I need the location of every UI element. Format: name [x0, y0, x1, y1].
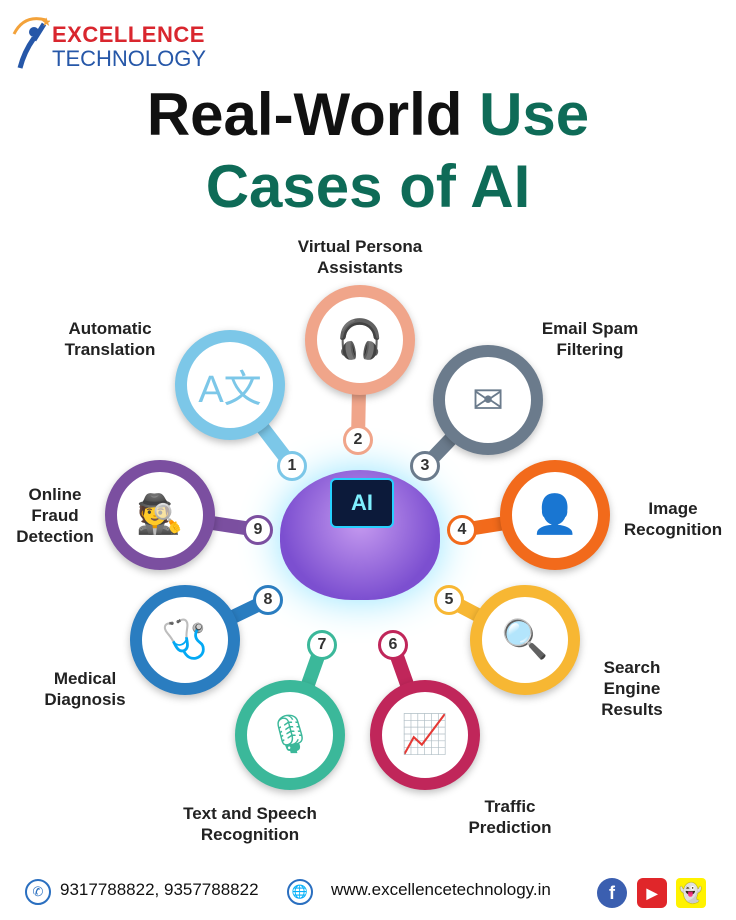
use-case-label: Image Recognition [623, 499, 723, 539]
use-case-label: Virtual Persona Assistants [297, 237, 423, 277]
use-case-circle: 🕵 [105, 460, 215, 570]
use-case-circle: A文 [175, 330, 285, 440]
page-title-line1: Real-World Use [0, 80, 736, 150]
ai-chip: AI [330, 478, 394, 528]
youtube-icon[interactable]: ▶ [637, 878, 667, 908]
use-case-circle: 🎙 [235, 680, 345, 790]
traffic-chart-icon: 📈 [401, 714, 449, 756]
svg-text:★: ★ [41, 15, 50, 29]
speech-icon: 🎙 [265, 714, 315, 756]
fraud-icon: 🕵 [136, 494, 184, 536]
step-number: 2 [343, 425, 373, 455]
phone-icon: ✆ [25, 879, 51, 905]
step-number: 7 [307, 630, 337, 660]
use-case-label: Automatic Translation [64, 319, 156, 359]
use-case-label: Medical Diagnosis [44, 669, 126, 709]
use-case-circle: ✉ [433, 345, 543, 455]
step-number: 5 [434, 585, 464, 615]
brand-line1: EXCELLENCE [52, 22, 205, 47]
use-case-circle: 🔍 [470, 585, 580, 695]
use-case-label: Email Spam Filtering [541, 319, 639, 359]
page-title-line2: Cases of AI [205, 153, 531, 220]
step-number: 8 [253, 585, 283, 615]
facebook-icon[interactable]: f [597, 878, 627, 908]
search-icon: 🔍 [501, 619, 549, 661]
translate-icon: A文 [198, 368, 262, 411]
face-scan-icon: 👤 [531, 494, 579, 536]
medical-icon: 🩺 [161, 619, 209, 661]
use-case-label: Traffic Prediction [468, 797, 552, 837]
assistant-icon: 🎧 [336, 319, 384, 361]
website-link[interactable]: www.excellencetechnology.in [331, 880, 551, 899]
step-number: 4 [447, 515, 477, 545]
title-green: Use [479, 81, 590, 148]
use-case-circle: 👤 [500, 460, 610, 570]
use-case-label: Online Fraud Detection [16, 485, 94, 546]
snapchat-icon[interactable]: 👻 [676, 878, 706, 908]
spam-icon: ✉ [472, 379, 504, 422]
step-number: 3 [410, 451, 440, 481]
brand-logo: ★ EXCELLENCE TECHNOLOGY [10, 12, 220, 72]
use-case-circle: 🎧 [305, 285, 415, 395]
brand-line2: TECHNOLOGY [52, 46, 207, 71]
star-person-icon: ★ [12, 15, 52, 69]
title-black: Real-World [146, 81, 463, 148]
phone-numbers: 9317788822, 9357788822 [60, 880, 259, 899]
use-case-label: Search Engine Results [601, 658, 663, 719]
step-number: 6 [378, 630, 408, 660]
globe-icon: 🌐 [287, 879, 313, 905]
use-case-circle: 📈 [370, 680, 480, 790]
step-number: 1 [277, 451, 307, 481]
use-case-label: Text and Speech Recognition [183, 804, 317, 844]
use-case-circle: 🩺 [130, 585, 240, 695]
step-number: 9 [243, 515, 273, 545]
